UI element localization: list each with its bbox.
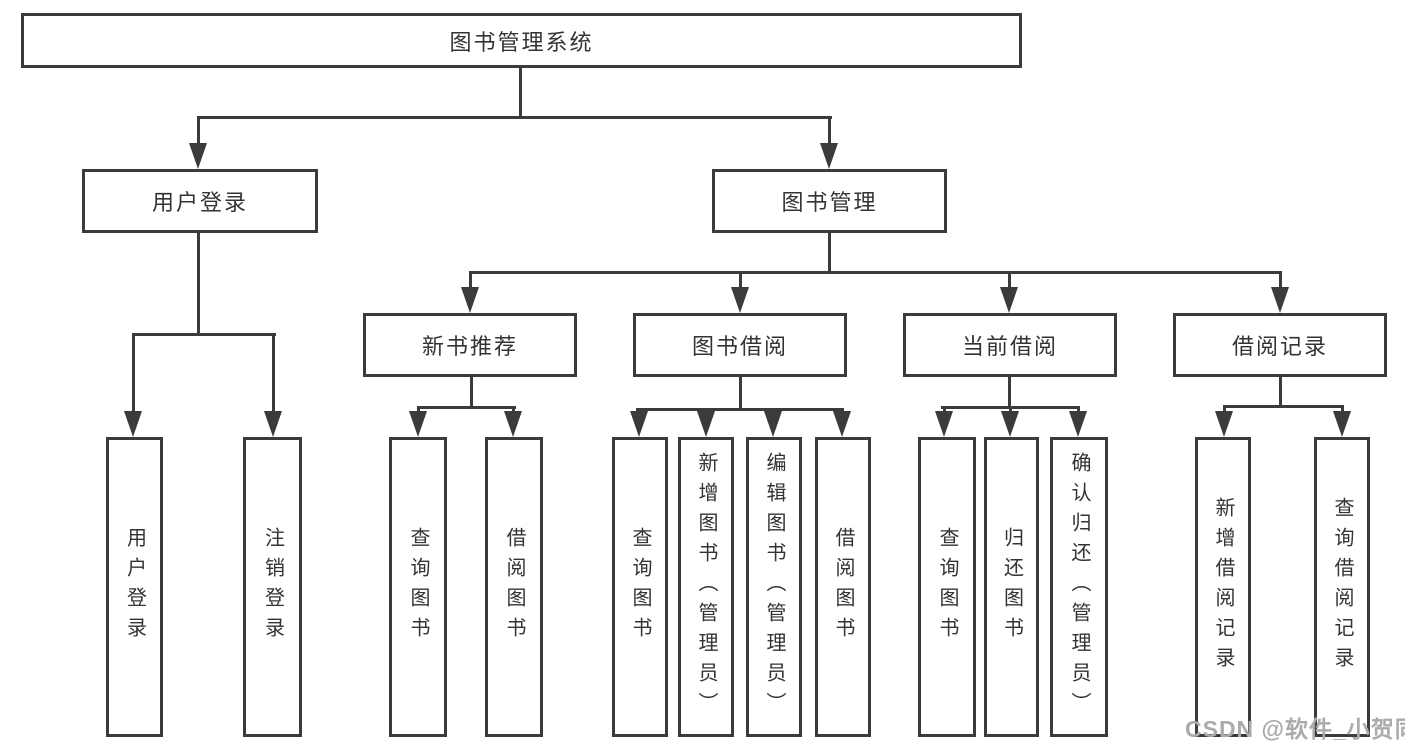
arrow-down-icon [731,287,749,313]
arrow-down-icon [630,411,648,437]
connector-g2-leaf0 [943,408,946,413]
leaf-query-books-borrow: 查询图书 [612,437,668,737]
leaf-borrow-books-recommend-label: 借阅图书 [503,527,525,647]
leaf-add-books-admin: 新增图书（管理员） [678,437,734,737]
leaf-query-books-recommend-label: 查询图书 [407,527,429,647]
connector-g2-leaf1 [1009,408,1012,413]
arrow-down-icon [935,411,953,437]
connector-g3-leaf1 [1341,407,1344,413]
connector-to-current-borrowing [1008,273,1011,289]
leaf-user-login-label: 用户登录 [123,527,146,647]
arrow-down-icon [1069,411,1087,437]
connector-g0-leaf1 [512,408,515,413]
leaf-borrow-books-label: 借阅图书 [832,527,854,647]
leaf-borrow-books-recommend: 借阅图书 [485,437,543,737]
connector-to-new-book-recommend [469,273,472,289]
connector-mgmt-trunk [828,233,831,274]
node-book-management-label: 图书管理 [781,190,878,215]
connector-to-book-borrowing [739,273,742,289]
arrow-down-icon [833,411,851,437]
connector-g2-trunk [1008,377,1011,409]
connector-to-leaf-logout [272,335,275,413]
connector-g3-trunk [1279,376,1282,407]
connector-g1-branch [636,408,844,411]
watermark-text: CSDN @软件_小贺同学 [1185,716,1405,742]
node-user-login-label: 用户登录 [151,190,248,215]
connector-g3-branch [1223,405,1344,408]
leaf-confirm-return-admin: 确认归还（管理员） [1050,437,1108,737]
connector-to-book-management [828,118,831,145]
leaf-return-books: 归还图书 [984,437,1039,737]
leaf-query-borrow-record-label: 查询借阅记录 [1331,497,1353,677]
node-library-system-label: 图书管理系统 [449,29,594,55]
node-book-borrowing-label: 图书借阅 [691,334,788,359]
connector-g0-branch [417,406,516,409]
arrow-down-icon [264,411,282,437]
node-borrowing-records: 借阅记录 [1173,313,1387,377]
arrow-down-icon [764,411,782,437]
leaf-query-books-current-label: 查询图书 [936,527,958,647]
node-user-login: 用户登录 [82,169,318,233]
arrow-down-icon [504,411,522,437]
leaf-query-books-recommend: 查询图书 [389,437,447,737]
leaf-confirm-return-admin-label: 确认归还（管理员） [1068,452,1090,722]
node-new-book-recommend-label: 新书推荐 [421,334,518,359]
arrow-down-icon [1001,411,1019,437]
arrow-down-icon [1215,411,1233,437]
arrow-down-icon [1000,287,1018,313]
leaf-query-books-current: 查询图书 [918,437,976,737]
arrow-down-icon [461,287,479,313]
leaf-logout-label: 注销登录 [261,527,284,647]
node-book-management: 图书管理 [712,169,947,233]
leaf-query-books-borrow-label: 查询图书 [629,527,651,647]
leaf-user-login: 用户登录 [106,437,163,737]
leaf-return-books-label: 归还图书 [1000,527,1023,647]
node-book-borrowing: 图书借阅 [633,313,847,377]
connector-login-trunk [197,233,200,336]
connector-mgmt-branch [469,271,1282,274]
node-new-book-recommend: 新书推荐 [363,313,577,377]
leaf-add-borrow-record-label: 新增借阅记录 [1212,497,1234,677]
node-borrowing-records-label: 借阅记录 [1231,334,1328,359]
arrow-down-icon [697,411,715,437]
arrow-down-icon [1333,411,1351,437]
connector-g0-leaf0 [417,408,420,413]
node-current-borrowing: 当前借阅 [903,313,1117,377]
leaf-edit-books-admin-label: 编辑图书（管理员） [763,452,785,722]
connector-root-branch [197,116,832,119]
arrow-down-icon [409,411,427,437]
connector-g2-leaf2 [1077,408,1080,413]
connector-to-user-login [197,118,200,145]
connector-to-borrowing-records [1279,273,1282,289]
leaf-edit-books-admin: 编辑图书（管理员） [746,437,802,737]
connector-g3-leaf0 [1223,407,1226,413]
leaf-query-borrow-record: 查询借阅记录 [1314,437,1370,737]
leaf-add-borrow-record: 新增借阅记录 [1195,437,1251,737]
arrow-down-icon [189,143,207,169]
node-current-borrowing-label: 当前借阅 [961,334,1058,359]
connector-g0-trunk [470,377,473,409]
node-library-system: 图书管理系统 [21,13,1022,68]
leaf-add-books-admin-label: 新增图书（管理员） [695,452,717,722]
connector-g2-branch [941,406,1080,409]
connector-g1-trunk [739,377,742,411]
leaf-logout: 注销登录 [243,437,302,737]
connector-login-branch [132,333,276,336]
connector-to-leaf-user-login [132,335,135,413]
arrow-down-icon [124,411,142,437]
arrow-down-icon [820,143,838,169]
arrow-down-icon [1271,287,1289,313]
leaf-borrow-books: 借阅图书 [815,437,871,737]
connector-root-trunk [519,68,522,118]
